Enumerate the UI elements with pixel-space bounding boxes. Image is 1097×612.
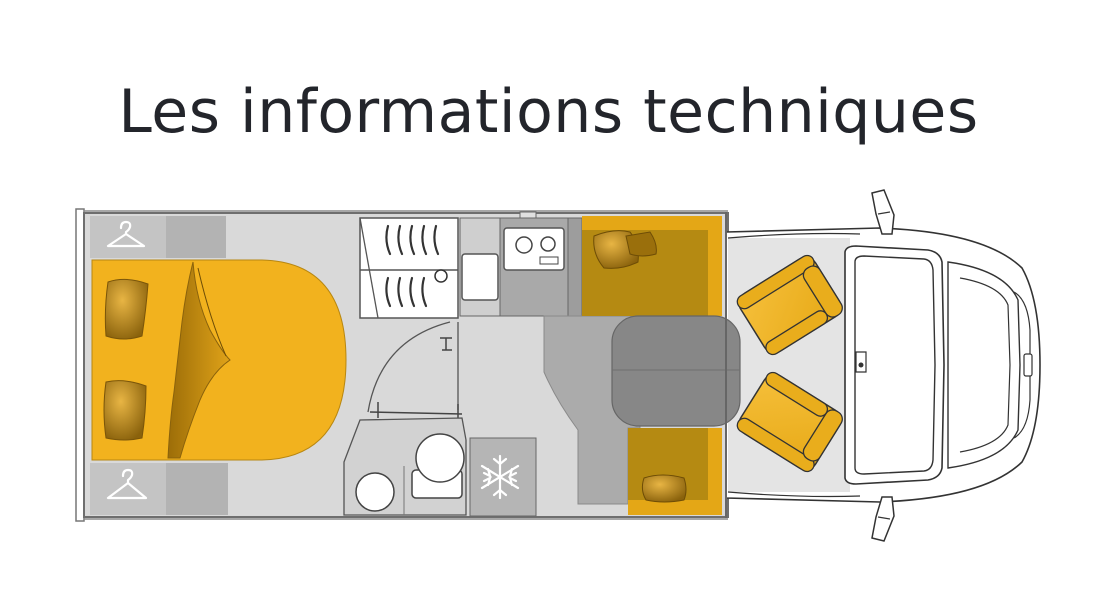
left-mirror [871,189,895,235]
bench-seat-top [582,216,722,316]
cab-seat-driver [736,371,843,473]
pillow-bottom [103,380,147,441]
fridge [469,437,537,517]
cab-seat-passenger [736,254,843,356]
cushion-bottom [641,474,687,503]
bench-seat-bottom [628,428,722,515]
washbasin [355,472,395,512]
right-mirror [871,496,895,542]
wardrobe-top [90,216,226,258]
driver-cab [725,227,1041,503]
toilet [411,433,465,499]
central-bed [91,259,347,461]
dinette-table [611,315,741,427]
pillow-top [104,278,149,340]
snowflake-icon [480,454,520,500]
kitchen-block [359,211,583,323]
bathroom [343,321,537,517]
hanger-icon [106,220,146,248]
hanger-icon [106,468,148,500]
page-title: Les informations techniques [118,77,979,147]
wardrobe-bottom [90,463,228,515]
